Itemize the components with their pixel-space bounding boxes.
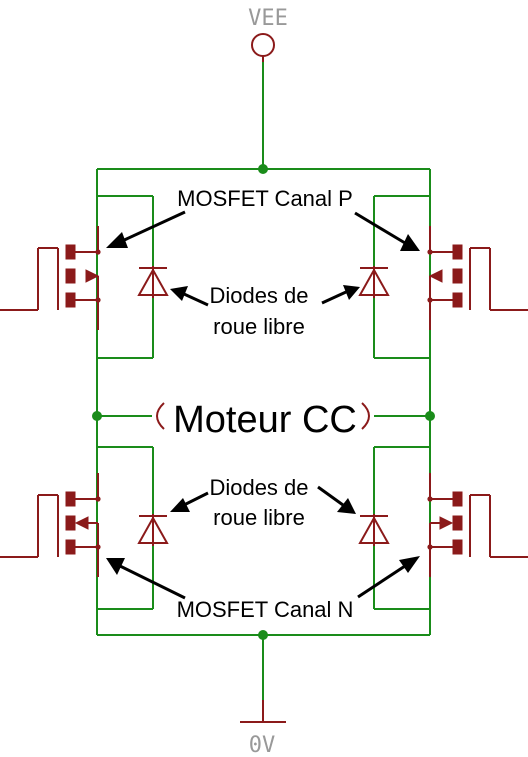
mosfet-n-label: MOSFET Canal N: [177, 597, 354, 622]
mosfet-n-bottom-left: [0, 473, 101, 577]
diode-top-right: [359, 265, 389, 299]
junctions: [92, 164, 435, 640]
junction-dot: [92, 411, 102, 421]
mosfet-p-top-right: [427, 226, 528, 330]
junction-dot: [258, 630, 268, 640]
supply-symbol: VEE: [248, 6, 288, 62]
junction-dot: [258, 164, 268, 174]
diode-bottom-left: [138, 513, 168, 547]
annotation-arrows: [106, 210, 420, 600]
diodes-top-label-line2: roue libre: [213, 314, 305, 339]
diode-bottom-right: [359, 513, 389, 547]
mosfet-p-top-left: [0, 226, 101, 330]
diode-top-left: [138, 265, 168, 299]
diodes-bottom-label-line1: Diodes de: [209, 475, 308, 500]
diodes-bottom-label-line2: roue libre: [213, 505, 305, 530]
diodes-top-label-line1: Diodes de: [209, 283, 308, 308]
junction-dot: [425, 411, 435, 421]
motor-label: Moteur CC: [173, 399, 357, 441]
mosfet-n-bottom-right: [427, 473, 528, 577]
supply-net-label: VEE: [248, 6, 288, 31]
mosfet-p-label: MOSFET Canal P: [177, 186, 353, 211]
ground-symbol: 0V: [240, 700, 286, 757]
ground-net-label: 0V: [249, 733, 276, 757]
motor: Moteur CC: [156, 399, 370, 441]
